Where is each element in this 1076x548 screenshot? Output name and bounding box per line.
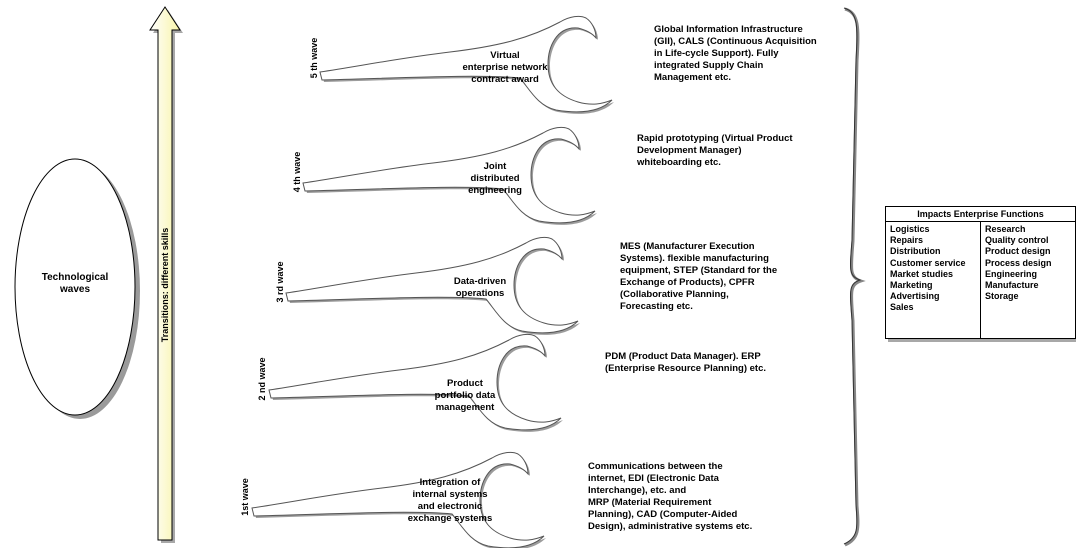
impact-item: Advertising	[890, 291, 940, 302]
wave-center-text-2: Product portfolio data management	[434, 378, 496, 413]
impact-item: Customer service	[890, 257, 966, 268]
wave-shape	[285, 236, 579, 334]
wave-label-4: 4 th wave	[292, 151, 302, 193]
impact-item: Repairs	[890, 235, 924, 246]
transitions-arrow	[149, 6, 181, 541]
technological-waves-label: Technological waves	[41, 272, 109, 295]
wave-shape	[302, 126, 596, 224]
impact-item: Distribution	[890, 246, 941, 257]
wave-shape	[268, 333, 562, 431]
brace-shadow	[844, 7, 866, 547]
wave-center-text-3: Data-driven operations	[453, 276, 507, 299]
wave-shape	[319, 15, 613, 113]
wave-label-1: 1st wave	[240, 478, 250, 516]
wave-center-text-5: Virtual enterprise network contract awar…	[462, 50, 548, 85]
wave-center-text-1: Integration of internal systems and elec…	[407, 477, 493, 524]
technological-waves-ellipse	[14, 158, 136, 416]
impacts-table: Impacts Enterprise Functions Logistics R…	[885, 206, 1076, 339]
impact-item: Storage	[985, 291, 1019, 302]
impact-item: Process design	[985, 257, 1052, 268]
impact-item: Engineering	[985, 268, 1038, 279]
curly-brace	[843, 7, 862, 545]
impacts-left-column: Logistics Repairs Distribution Customer …	[886, 222, 981, 339]
wave-description-5: Global Information Infrastructure (GII),…	[654, 24, 817, 83]
wave-label-2: 2 nd wave	[257, 357, 267, 401]
impact-item: Logistics	[890, 224, 930, 234]
waves-group	[251, 15, 614, 548]
impacts-right-column: Research Quality control Product design …	[981, 222, 1075, 339]
impact-item: Quality control	[985, 235, 1049, 246]
impact-item: Research	[985, 224, 1026, 234]
wave-description-4: Rapid prototyping (Virtual Product Devel…	[637, 133, 793, 168]
transitions-label: Transitions: different skills	[160, 227, 170, 343]
impact-item: Marketing	[890, 280, 933, 291]
wave-label-3: 3 rd wave	[275, 261, 285, 303]
wave-description-3: MES (Manufacturer Execution Systems). fl…	[620, 241, 778, 312]
impact-item: Market studies	[890, 268, 954, 279]
wave-description-1: Communications between the internet, EDI…	[588, 461, 753, 532]
impact-item: Sales	[890, 302, 914, 313]
wave-description-2: PDM (Product Data Manager). ERP (Enterpr…	[605, 351, 767, 374]
wave-label-5: 5 th wave	[309, 37, 319, 79]
impacts-columns: Logistics Repairs Distribution Customer …	[886, 222, 1075, 339]
impacts-title: Impacts Enterprise Functions	[886, 207, 1075, 222]
impact-item: Product design	[985, 246, 1051, 257]
wave-shape	[251, 451, 545, 548]
impact-item: Manufacture	[985, 280, 1039, 291]
wave-center-text-4: Joint distributed engineering	[468, 161, 522, 196]
